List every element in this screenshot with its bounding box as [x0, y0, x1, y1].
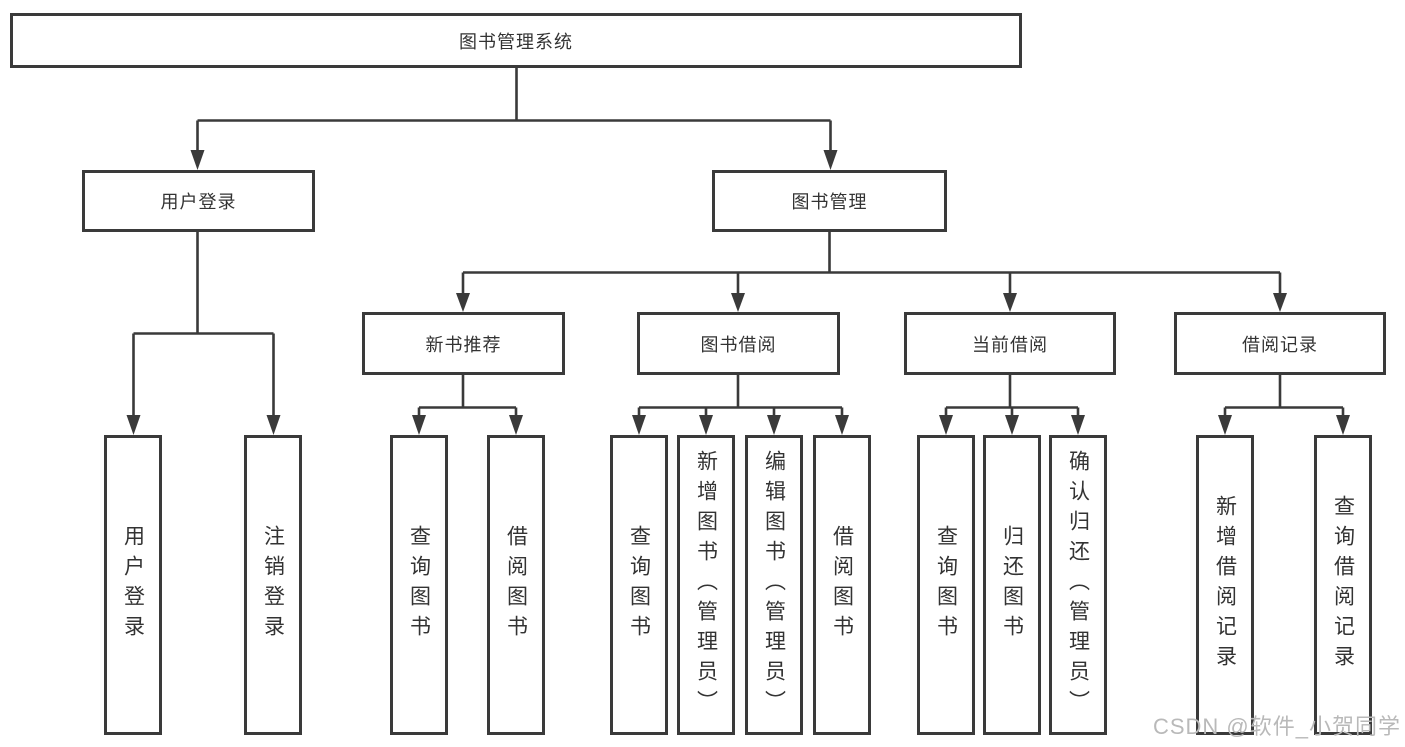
- node-label: 新书推荐: [425, 334, 502, 355]
- arrow-down-icon: [190, 150, 205, 170]
- node-user-login: 用户登录: [82, 170, 315, 232]
- leaf-add-borrow-record: 新增借阅记录: [1196, 435, 1254, 735]
- leaf-label: 新增图书（管理员）: [694, 450, 718, 720]
- leaf-return-books: 归还图书: [983, 435, 1041, 735]
- arrow-down-icon: [835, 415, 849, 435]
- leaf-label: 借阅图书: [504, 525, 528, 645]
- leaf-label: 查询图书: [407, 525, 431, 645]
- arrow-down-icon: [412, 415, 426, 435]
- node-book-management: 图书管理: [712, 170, 947, 232]
- leaf-label: 确认归还（管理员）: [1066, 450, 1090, 720]
- node-label: 当前借阅: [972, 334, 1048, 355]
- node-borrow-records: 借阅记录: [1174, 312, 1386, 375]
- leaf-borrow-books: 借阅图书: [813, 435, 871, 735]
- leaf-logout: 注销登录: [244, 435, 302, 735]
- arrowheads: [126, 150, 1350, 435]
- node-new-book-recommend: 新书推荐: [362, 312, 565, 375]
- csdn-watermark: CSDN @软件_小贺同学: [1152, 714, 1401, 739]
- leaf-query-borrow-record: 查询借阅记录: [1314, 435, 1372, 735]
- leaf-borrow-books: 借阅图书: [487, 435, 545, 735]
- leaf-label: 查询图书: [934, 525, 958, 645]
- arrow-down-icon: [823, 150, 838, 170]
- leaf-label: 编辑图书（管理员）: [762, 450, 786, 720]
- arrow-down-icon: [699, 415, 713, 435]
- leaf-query-books: 查询图书: [917, 435, 975, 735]
- arrow-down-icon: [456, 293, 470, 312]
- leaf-label: 用户登录: [121, 525, 145, 645]
- leaf-label: 新增借阅记录: [1213, 495, 1237, 675]
- leaf-label: 归还图书: [1000, 525, 1024, 645]
- node-label: 用户登录: [160, 192, 237, 212]
- node-label: 图书管理: [791, 192, 868, 212]
- arrow-down-icon: [1218, 415, 1232, 435]
- arrow-down-icon: [1005, 415, 1019, 435]
- leaf-query-books: 查询图书: [610, 435, 668, 735]
- leaf-label: 注销登录: [261, 525, 285, 645]
- arrow-down-icon: [1273, 293, 1287, 312]
- arrow-down-icon: [1071, 415, 1085, 435]
- leaf-add-books-admin: 新增图书（管理员）: [677, 435, 735, 735]
- leaf-label: 查询图书: [627, 525, 651, 645]
- node-current-borrow: 当前借阅: [904, 312, 1116, 375]
- arrow-down-icon: [632, 415, 646, 435]
- arrow-down-icon: [767, 415, 781, 435]
- leaf-label: 查询借阅记录: [1331, 495, 1355, 675]
- arrow-down-icon: [1003, 293, 1017, 312]
- arrow-down-icon: [1336, 415, 1350, 435]
- arrow-down-icon: [509, 415, 523, 435]
- arrow-down-icon: [731, 293, 745, 312]
- connector-lines: [132, 68, 1345, 419]
- leaf-query-books: 查询图书: [390, 435, 448, 735]
- node-label: 借阅记录: [1242, 334, 1318, 355]
- node-root-system: 图书管理系统: [10, 13, 1022, 68]
- arrow-down-icon: [266, 415, 281, 435]
- node-label: 图书管理系统: [459, 31, 573, 52]
- node-book-borrow: 图书借阅: [637, 312, 840, 375]
- leaf-edit-books-admin: 编辑图书（管理员）: [745, 435, 803, 735]
- arrow-down-icon: [126, 415, 141, 435]
- node-label: 图书借阅: [700, 334, 777, 355]
- arrow-down-icon: [939, 415, 953, 435]
- leaf-confirm-return-admin: 确认归还（管理员）: [1049, 435, 1107, 735]
- leaf-label: 借阅图书: [830, 525, 854, 645]
- leaf-user-login: 用户登录: [104, 435, 162, 735]
